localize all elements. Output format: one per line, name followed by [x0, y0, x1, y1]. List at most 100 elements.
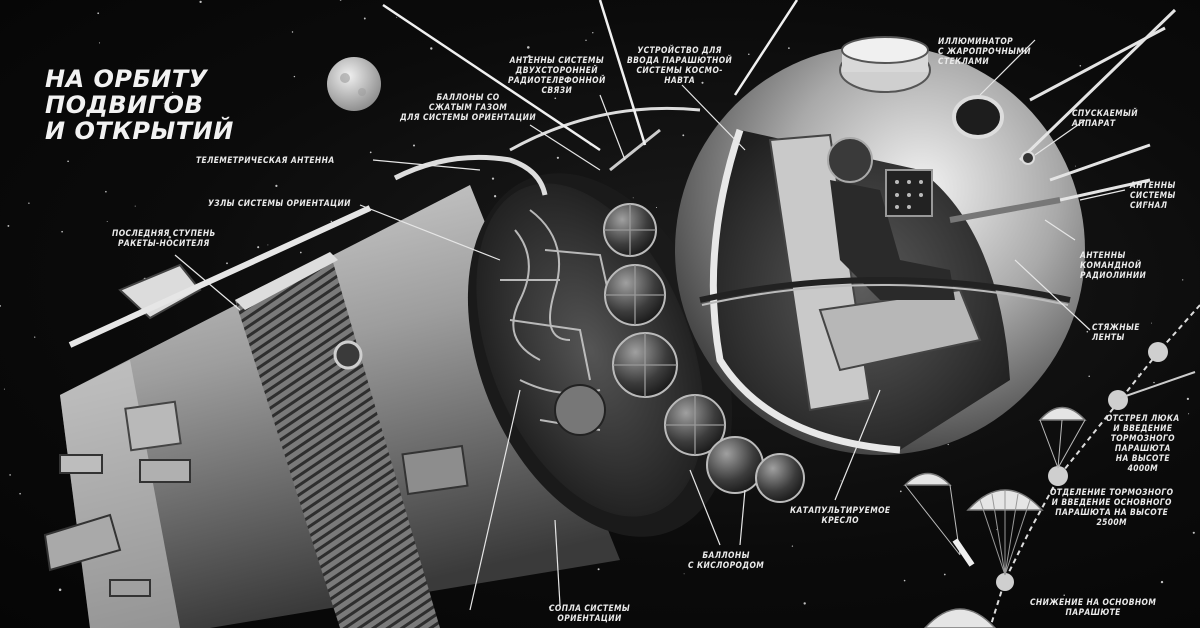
star [171, 91, 174, 94]
star [168, 235, 172, 239]
star [561, 77, 565, 80]
star [1186, 397, 1190, 401]
star [9, 474, 11, 476]
star [163, 103, 165, 104]
star [7, 224, 10, 227]
star [493, 195, 497, 198]
star [28, 202, 30, 204]
star [1188, 413, 1190, 415]
star [275, 184, 278, 188]
star [199, 0, 202, 4]
star [34, 336, 36, 338]
star [632, 197, 634, 199]
star [1063, 594, 1065, 597]
star [1153, 381, 1155, 384]
star [1138, 373, 1140, 375]
star [67, 160, 69, 163]
star [105, 190, 107, 193]
star [597, 568, 600, 571]
star [947, 443, 949, 446]
star [257, 246, 260, 249]
star [291, 31, 294, 33]
star [840, 480, 842, 482]
star [528, 54, 531, 58]
star [1192, 531, 1195, 534]
star [701, 81, 704, 84]
star [1079, 65, 1082, 67]
star [1088, 375, 1090, 378]
descent-trajectory [903, 304, 1200, 628]
instrument-compartment [393, 106, 805, 537]
star [491, 177, 495, 180]
moon [327, 57, 381, 111]
star [791, 545, 794, 547]
star [899, 490, 902, 493]
star [585, 39, 587, 42]
star [19, 492, 21, 495]
title-line-3: И ОТКРЫТИЙ [45, 117, 234, 145]
star [412, 144, 416, 147]
star [539, 56, 541, 58]
descent-module [675, 8, 1177, 455]
star [465, 114, 468, 117]
star [3, 388, 5, 390]
leader-lines [174, 39, 1126, 611]
star [683, 573, 685, 575]
star [1150, 322, 1152, 324]
star [1086, 330, 1089, 333]
star [102, 131, 104, 133]
label-orientation-nodes: УЗЛЫ СИСТЕМЫ ОРИЕНТАЦИИ [208, 198, 351, 208]
title-line-2: ПОДВИГОВ [45, 91, 204, 119]
star [903, 579, 906, 582]
star [788, 47, 790, 49]
star [363, 17, 366, 20]
antenna-rods [382, 0, 799, 152]
star [134, 205, 136, 207]
star [299, 251, 302, 254]
star [943, 573, 946, 576]
poster-title: НА ОРБИТУ ПОДВИГОВ И ОТКРЫТИЙ [45, 66, 234, 144]
star [548, 606, 552, 609]
star [369, 151, 372, 154]
star [748, 53, 750, 55]
star [1075, 165, 1076, 167]
star [58, 588, 62, 592]
star [592, 32, 594, 34]
title-line-1: НА ОРБИТУ [45, 65, 208, 93]
star [147, 243, 150, 247]
star [1134, 503, 1136, 505]
star [396, 16, 398, 18]
star [527, 46, 530, 49]
star [339, 0, 342, 1]
star [1145, 203, 1147, 205]
star [803, 602, 806, 605]
star [61, 230, 63, 233]
star [97, 12, 100, 15]
star [106, 221, 108, 222]
star [1160, 580, 1164, 584]
star [554, 97, 557, 100]
star [430, 47, 433, 50]
star [267, 244, 269, 246]
star [101, 101, 103, 104]
star [682, 134, 685, 137]
star [293, 75, 296, 78]
star [98, 42, 101, 44]
star [226, 262, 228, 265]
